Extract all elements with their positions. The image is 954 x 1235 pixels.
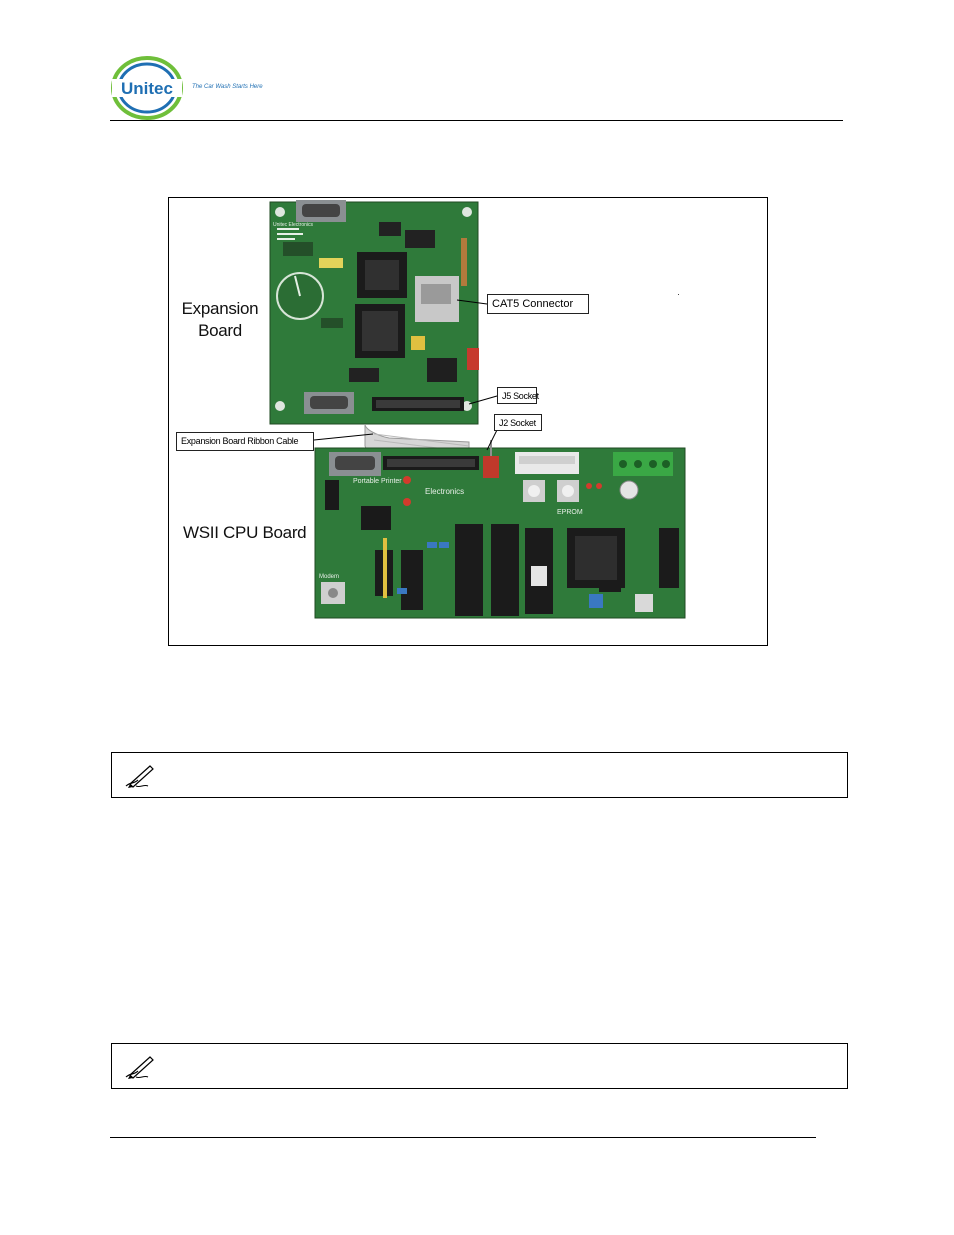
board-figure: Portable Printer Electronics Modem EPROM… (168, 197, 768, 646)
callout-j5-socket: J5 Socket (497, 387, 539, 404)
callout-ribbon-cable: Expansion Board Ribbon Cable (176, 432, 314, 451)
silk-unitec: Unitec Electronics (273, 222, 314, 228)
footer-rule (110, 1137, 816, 1138)
logo-tagline: The Car Wash Starts Here (192, 84, 263, 90)
leader-j2 (486, 429, 498, 451)
cpu-board-label: WSII CPU Board (183, 523, 307, 542)
board-photo: Portable Printer Electronics Modem EPROM… (269, 200, 686, 619)
cpu-board: Portable Printer Electronics Modem EPROM… (273, 222, 686, 619)
pencil-note-icon (125, 765, 154, 788)
silk-portable-printer: Portable Printer (353, 478, 402, 485)
silk-modem: Modem (319, 574, 339, 580)
silk-electronics: Electronics (425, 487, 464, 496)
header-rule (110, 120, 843, 121)
note-box-1 (111, 752, 848, 798)
unitec-logo: Unitec (111, 56, 183, 120)
note-box-2 (111, 1043, 848, 1089)
expansion-board-label: Expansion Board (181, 299, 259, 340)
callout-j2-socket: J2 Socket (494, 414, 542, 431)
silk-eprom: EPROM (557, 509, 583, 516)
stray-dot (678, 294, 679, 295)
pencil-note-icon (125, 1056, 154, 1079)
leader-cat5 (456, 299, 488, 305)
leader-ribbon (313, 433, 374, 441)
callout-cat5-connector: CAT5 Connector (487, 294, 589, 314)
leader-j5 (468, 395, 498, 405)
expansion-board (269, 200, 479, 425)
logo-text: Unitec (121, 79, 173, 98)
